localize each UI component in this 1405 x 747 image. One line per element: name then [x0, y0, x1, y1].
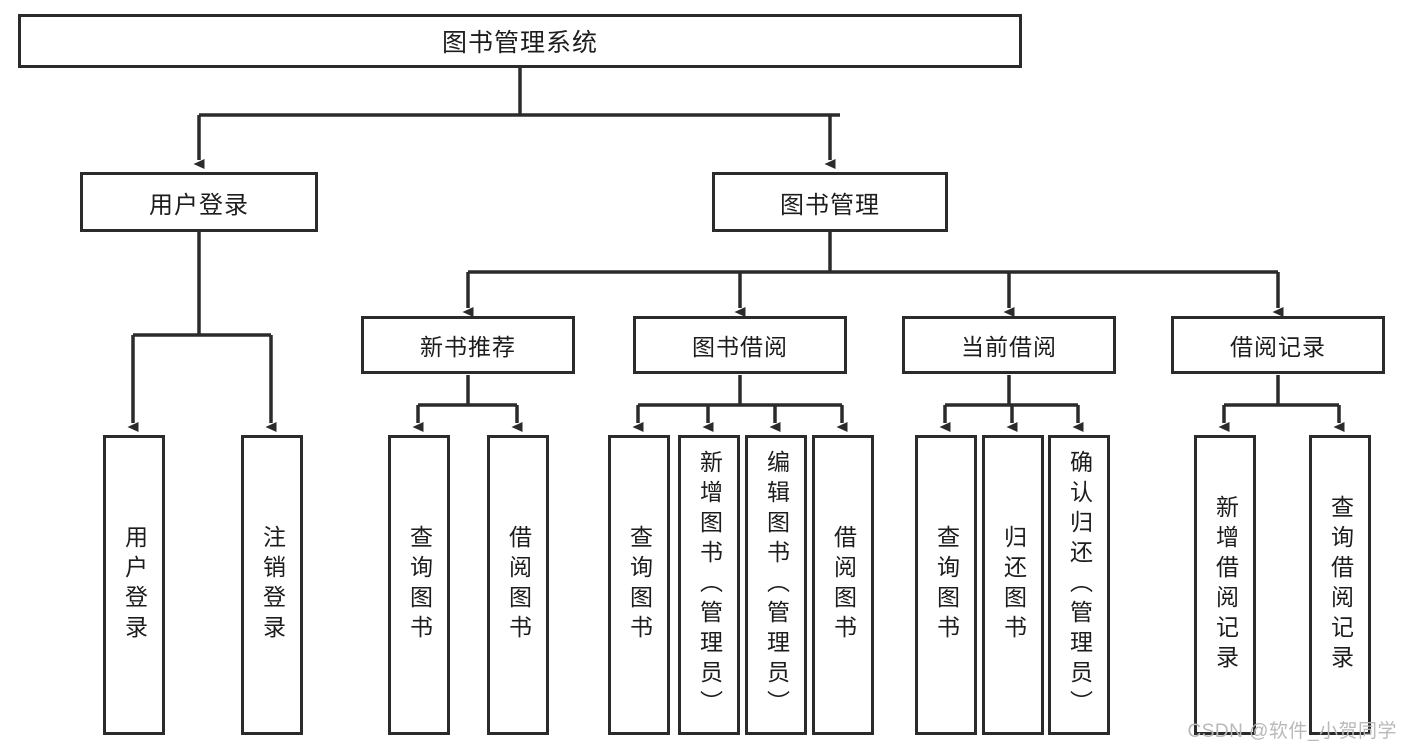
- leaf-confirm-return-label: 确认归还（管理员）: [1066, 450, 1093, 720]
- leaf-query-book-2-label: 查询图书: [626, 525, 653, 645]
- node-book-manage[interactable]: 图书管理: [712, 172, 948, 232]
- leaf-edit-book-label: 编辑图书（管理员）: [763, 450, 790, 720]
- node-borrow-record[interactable]: 借阅记录: [1171, 316, 1385, 374]
- leaf-add-record-label: 新增借阅记录: [1212, 495, 1239, 675]
- leaf-add-book-label: 新增图书（管理员）: [696, 450, 723, 720]
- leaf-user-login[interactable]: 用户登录: [103, 435, 165, 735]
- node-book-borrow-label: 图书借阅: [692, 334, 788, 360]
- node-root[interactable]: 图书管理系统: [18, 14, 1022, 68]
- leaf-user-login-label: 用户登录: [121, 525, 148, 645]
- leaf-return-book[interactable]: 归还图书: [982, 435, 1044, 735]
- node-user-login-label: 用户登录: [149, 191, 249, 219]
- leaf-logout-login-label: 注销登录: [259, 525, 286, 645]
- leaf-borrow-book-1[interactable]: 借阅图书: [487, 435, 549, 735]
- leaf-query-book-3[interactable]: 查询图书: [915, 435, 977, 735]
- node-borrow-record-label: 借阅记录: [1230, 334, 1326, 360]
- leaf-borrow-book-2[interactable]: 借阅图书: [812, 435, 874, 735]
- node-new-book-recommend[interactable]: 新书推荐: [361, 316, 575, 374]
- node-current-borrow[interactable]: 当前借阅: [902, 316, 1116, 374]
- leaf-edit-book[interactable]: 编辑图书（管理员）: [745, 435, 807, 735]
- leaf-query-record[interactable]: 查询借阅记录: [1309, 435, 1371, 735]
- leaf-return-book-label: 归还图书: [1000, 525, 1027, 645]
- leaf-query-book-1-label: 查询图书: [406, 525, 433, 645]
- leaf-logout-login[interactable]: 注销登录: [241, 435, 303, 735]
- leaf-borrow-book-2-label: 借阅图书: [830, 525, 857, 645]
- node-root-label: 图书管理系统: [441, 29, 598, 57]
- node-new-book-recommend-label: 新书推荐: [420, 334, 516, 360]
- leaf-query-record-label: 查询借阅记录: [1327, 495, 1354, 675]
- leaf-query-book-3-label: 查询图书: [933, 525, 960, 645]
- node-book-borrow[interactable]: 图书借阅: [633, 316, 847, 374]
- node-current-borrow-label: 当前借阅: [961, 334, 1057, 360]
- node-user-login[interactable]: 用户登录: [80, 172, 318, 232]
- leaf-add-record[interactable]: 新增借阅记录: [1194, 435, 1256, 735]
- leaf-query-book-1[interactable]: 查询图书: [388, 435, 450, 735]
- leaf-confirm-return[interactable]: 确认归还（管理员）: [1048, 435, 1110, 735]
- leaf-borrow-book-1-label: 借阅图书: [505, 525, 532, 645]
- leaf-query-book-2[interactable]: 查询图书: [608, 435, 670, 735]
- watermark: CSDN @软件_小贺同学: [1187, 721, 1397, 742]
- node-book-manage-label: 图书管理: [780, 191, 880, 219]
- leaf-add-book[interactable]: 新增图书（管理员）: [678, 435, 740, 735]
